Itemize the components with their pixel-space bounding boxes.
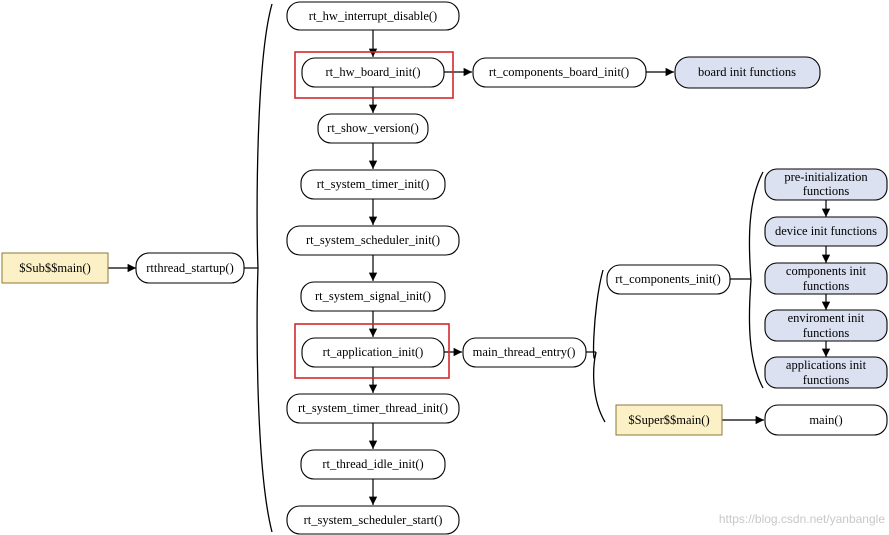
node-rt-system-timer-thread-init-label: rt_system_timer_thread_init() xyxy=(298,401,448,415)
node-rt-thread-idle-init-label: rt_thread_idle_init() xyxy=(322,457,423,471)
node-rt-show-version-label: rt_show_version() xyxy=(327,121,419,135)
node-rt-hw-board-init[interactable]: rt_hw_board_init() xyxy=(301,57,445,88)
watermark-text: https://blog.csdn.net/yanbangle xyxy=(719,512,885,526)
components-bracket xyxy=(748,171,764,389)
node-rt-hw-board-init-label: rt_hw_board_init() xyxy=(325,65,420,79)
node-applications-init-functions-line2: functions xyxy=(803,373,850,387)
node-rt-system-scheduler-init[interactable]: rt_system_scheduler_init() xyxy=(286,225,460,256)
node-rtthread-startup-label: rtthread_startup() xyxy=(146,261,233,275)
highlight-application-init xyxy=(294,323,450,379)
node-sub-main[interactable]: $Sub$$main() xyxy=(1,252,109,284)
node-rt-system-signal-init[interactable]: rt_system_signal_init() xyxy=(300,281,446,312)
node-board-init-functions-label: board init functions xyxy=(698,65,796,79)
node-rt-system-timer-thread-init[interactable]: rt_system_timer_thread_init() xyxy=(286,393,460,424)
node-rt-system-scheduler-start[interactable]: rt_system_scheduler_start() xyxy=(286,505,460,535)
node-device-init-functions[interactable]: device init functions xyxy=(764,216,888,247)
node-main-thread-entry[interactable]: main_thread_entry() xyxy=(462,337,587,368)
node-components-init-functions-line2: functions xyxy=(803,279,850,293)
startup-bracket xyxy=(256,3,273,533)
node-rt-components-init[interactable]: rt_components_init() xyxy=(606,264,731,295)
node-pre-init-functions-line1: pre-initialization xyxy=(784,170,868,184)
node-rt-components-init-label: rt_components_init() xyxy=(615,272,721,286)
node-rt-thread-idle-init[interactable]: rt_thread_idle_init() xyxy=(300,449,446,480)
node-main-label: main() xyxy=(809,413,842,427)
node-super-main[interactable]: $Super$$main() xyxy=(615,404,723,436)
node-board-init-functions[interactable]: board init functions xyxy=(674,56,821,89)
node-pre-init-functions[interactable]: pre-initialization functions xyxy=(764,168,888,201)
node-rt-show-version[interactable]: rt_show_version() xyxy=(317,113,429,144)
node-enviroment-init-functions-line2: functions xyxy=(803,326,850,340)
node-rt-system-timer-init[interactable]: rt_system_timer_init() xyxy=(300,169,446,200)
node-rt-application-init-label: rt_application_init() xyxy=(323,345,424,359)
main-thread-bracket xyxy=(592,269,606,423)
node-rt-hw-interrupt-disable-label: rt_hw_interrupt_disable() xyxy=(309,9,437,23)
node-rt-hw-interrupt-disable[interactable]: rt_hw_interrupt_disable() xyxy=(286,1,460,31)
node-rtthread-startup[interactable]: rtthread_startup() xyxy=(135,252,245,284)
node-applications-init-functions[interactable]: applications init functions xyxy=(764,356,888,389)
node-rt-components-board-init[interactable]: rt_components_board_init() xyxy=(472,57,647,88)
node-sub-main-label: $Sub$$main() xyxy=(19,261,91,275)
node-components-init-functions[interactable]: components init functions xyxy=(764,262,888,295)
node-super-main-label: $Super$$main() xyxy=(628,413,709,427)
node-main[interactable]: main() xyxy=(764,404,888,436)
node-enviroment-init-functions[interactable]: enviroment init functions xyxy=(764,309,888,342)
node-rt-system-scheduler-start-label: rt_system_scheduler_start() xyxy=(304,513,443,527)
node-applications-init-functions-line1: applications init xyxy=(786,358,867,372)
node-device-init-functions-label: device init functions xyxy=(775,224,877,238)
node-rt-system-timer-init-label: rt_system_timer_init() xyxy=(317,177,429,191)
node-rt-components-board-init-label: rt_components_board_init() xyxy=(489,65,629,79)
highlight-board-init xyxy=(294,51,454,99)
node-rt-application-init[interactable]: rt_application_init() xyxy=(301,337,445,368)
node-enviroment-init-functions-line1: enviroment init xyxy=(788,311,865,325)
node-rt-system-signal-init-label: rt_system_signal_init() xyxy=(315,289,431,303)
node-rt-system-scheduler-init-label: rt_system_scheduler_init() xyxy=(306,233,440,247)
node-components-init-functions-line1: components init xyxy=(786,264,867,278)
node-main-thread-entry-label: main_thread_entry() xyxy=(473,345,576,359)
node-pre-init-functions-line2: functions xyxy=(803,184,850,198)
